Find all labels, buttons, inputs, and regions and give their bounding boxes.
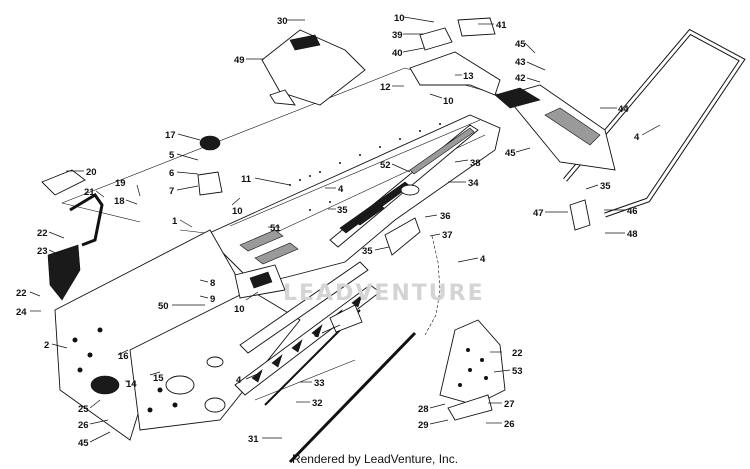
callout-22b: 22	[16, 288, 27, 299]
hardware-parts	[41, 17, 591, 421]
callout-43: 43	[515, 57, 526, 68]
callout-5: 5	[169, 150, 175, 161]
callout-35: 35	[337, 205, 348, 216]
callout-48: 48	[627, 229, 638, 240]
callout-26: 26	[78, 420, 89, 431]
callout-3: 3	[314, 329, 319, 340]
callout-4d: 4	[236, 375, 242, 386]
callout-29: 29	[418, 420, 429, 431]
callout-50: 50	[158, 301, 169, 312]
rear-bumper	[494, 28, 746, 218]
callout-34: 34	[468, 178, 479, 189]
callout-22: 22	[37, 228, 48, 239]
callout-49: 49	[234, 55, 245, 66]
callout-53: 53	[512, 366, 523, 377]
callout-24: 24	[16, 307, 27, 318]
callout-52: 52	[380, 160, 391, 171]
callout-28: 28	[418, 404, 429, 415]
callout-44: 44	[618, 104, 629, 115]
callout-4c: 4	[480, 254, 486, 265]
callout-8: 8	[210, 278, 215, 289]
callout-40: 40	[392, 48, 403, 59]
callout-11: 11	[241, 174, 252, 185]
callout-19: 19	[115, 178, 126, 189]
watermark-logo: LEADVENTURE	[283, 281, 485, 306]
callout-17: 17	[165, 130, 176, 141]
callout-42: 42	[515, 73, 526, 84]
callout-30: 30	[277, 16, 288, 27]
callout-18: 18	[114, 196, 125, 207]
callout-46: 46	[627, 206, 638, 217]
callout-32: 32	[312, 398, 323, 409]
callout-31: 31	[248, 434, 259, 445]
callout-33: 33	[314, 378, 325, 389]
callout-15: 15	[153, 373, 164, 384]
callout-27: 27	[504, 399, 515, 410]
callout-39: 39	[392, 30, 403, 41]
callout-10: 10	[394, 13, 405, 24]
callout-23: 23	[37, 246, 48, 257]
callout-26b: 26	[504, 419, 515, 430]
callout-47: 47	[533, 208, 544, 219]
callout-45b: 45	[505, 148, 516, 159]
callout-22c: 22	[512, 348, 523, 359]
callout-14: 14	[126, 379, 137, 390]
callout-9: 9	[210, 294, 215, 305]
callout-group: 30 49 10 41 39 40 13 12 10 45 43 42	[16, 13, 661, 449]
callout-41: 41	[496, 20, 507, 31]
callout-36: 36	[440, 211, 451, 222]
callout-37: 37	[442, 230, 453, 241]
callout-45: 45	[515, 39, 526, 50]
callout-35c: 35	[362, 246, 373, 257]
callout-7: 7	[169, 186, 174, 197]
callout-45c: 45	[78, 438, 89, 449]
callout-21: 21	[84, 187, 95, 198]
callout-13: 13	[463, 71, 474, 82]
callout-35b: 35	[600, 181, 611, 192]
callout-10d: 10	[234, 304, 245, 315]
seat	[261, 29, 366, 106]
footer-credit: Rendered by LeadVenture, Inc.	[291, 452, 459, 466]
callout-4b: 4	[338, 184, 344, 195]
callout-16: 16	[118, 351, 129, 362]
callout-10c: 10	[232, 206, 243, 217]
callout-6: 6	[169, 168, 174, 179]
callout-38: 38	[470, 158, 481, 169]
callout-1: 1	[172, 216, 178, 227]
callout-10b: 10	[443, 96, 454, 107]
callout-2: 2	[44, 340, 49, 351]
callout-25: 25	[78, 404, 89, 415]
callout-4: 4	[634, 132, 640, 143]
callout-12: 12	[380, 82, 391, 93]
callout-20: 20	[86, 167, 97, 178]
callout-51: 51	[270, 223, 281, 234]
